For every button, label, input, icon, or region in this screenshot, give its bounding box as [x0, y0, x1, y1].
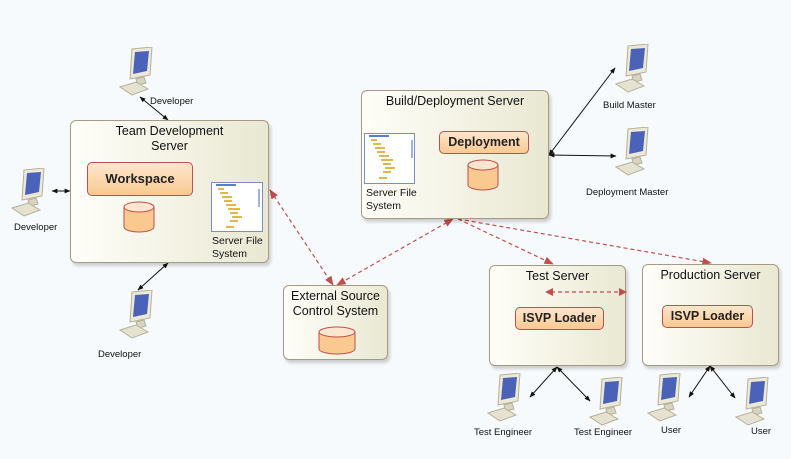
- database-icon: [466, 159, 500, 197]
- dlink-build-external: [336, 218, 454, 286]
- workspace-component[interactable]: Workspace: [87, 162, 193, 196]
- actor-label-dev-bottom: Developer: [98, 349, 142, 360]
- actor-label-user-1: User: [661, 425, 682, 436]
- external-title-line1: External Source: [291, 289, 380, 303]
- link-build-deploymaster: [548, 152, 617, 159]
- fs-label-line1: Server File: [366, 187, 417, 199]
- fs-label-line2: System: [212, 248, 248, 260]
- dlink-build-prod: [457, 218, 712, 266]
- isvp-loader-component[interactable]: ISVP Loader: [662, 305, 753, 328]
- deployment-component[interactable]: Deployment: [439, 131, 529, 154]
- database-icon: [317, 326, 357, 361]
- team-dev-title-line1: Team Development: [115, 124, 224, 138]
- actor-label-user-2: User: [751, 426, 772, 437]
- build-deployment-server-node[interactable]: Build/Deployment Server Server File Syst…: [361, 90, 549, 219]
- dlink-build-test: [457, 218, 554, 265]
- link-prod-user1: [688, 365, 711, 398]
- test-title: Test Server: [525, 269, 590, 283]
- server-file-system-thumbnail[interactable]: [211, 182, 263, 232]
- actor-label-dev-top: Developer: [150, 96, 194, 107]
- computer-icon[interactable]: [614, 126, 654, 177]
- fs-label-line1: Server File: [212, 235, 263, 247]
- computer-icon[interactable]: [118, 46, 158, 97]
- computer-icon[interactable]: [118, 289, 158, 340]
- production-title: Production Server: [660, 268, 761, 282]
- link-test-eng1: [529, 366, 558, 398]
- actor-label-test-eng-2: Test Engineer: [574, 427, 633, 438]
- team-development-server-node[interactable]: Team Development Server Workspace Server…: [70, 120, 269, 263]
- link-test-eng2: [556, 366, 591, 402]
- computer-icon[interactable]: [734, 376, 774, 427]
- external-source-control-node[interactable]: External Source Control System: [283, 285, 388, 360]
- production-server-node[interactable]: Production Server ISVP Loader: [642, 264, 779, 366]
- computer-icon[interactable]: [588, 376, 628, 427]
- actor-label-deploy-master: Deployment Master: [586, 187, 669, 198]
- build-title: Build/Deployment Server: [385, 94, 525, 108]
- computer-icon[interactable]: [614, 43, 654, 94]
- test-server-node[interactable]: Test Server ISVP Loader: [489, 265, 627, 366]
- team-dev-title-line2: Server: [151, 139, 188, 153]
- actor-label-dev-left: Developer: [14, 222, 58, 233]
- server-file-system-thumbnail[interactable]: [364, 133, 415, 184]
- actor-label-test-eng-1: Test Engineer: [474, 427, 533, 438]
- link-devbottom-teamdev: [137, 262, 169, 291]
- link-build-buildmaster: [548, 67, 616, 156]
- external-title-line2: Control System: [292, 304, 379, 318]
- computer-icon[interactable]: [486, 372, 526, 423]
- computer-icon[interactable]: [646, 372, 686, 423]
- fs-label-line2: System: [366, 200, 402, 212]
- dlink-fs-external: [269, 189, 334, 286]
- computer-icon[interactable]: [10, 167, 50, 218]
- test-internal-dashed-link: [545, 288, 627, 296]
- database-icon: [122, 201, 156, 239]
- link-prod-user2: [709, 365, 736, 399]
- isvp-loader-component[interactable]: ISVP Loader: [515, 307, 604, 330]
- actor-label-build-master: Build Master: [603, 100, 656, 111]
